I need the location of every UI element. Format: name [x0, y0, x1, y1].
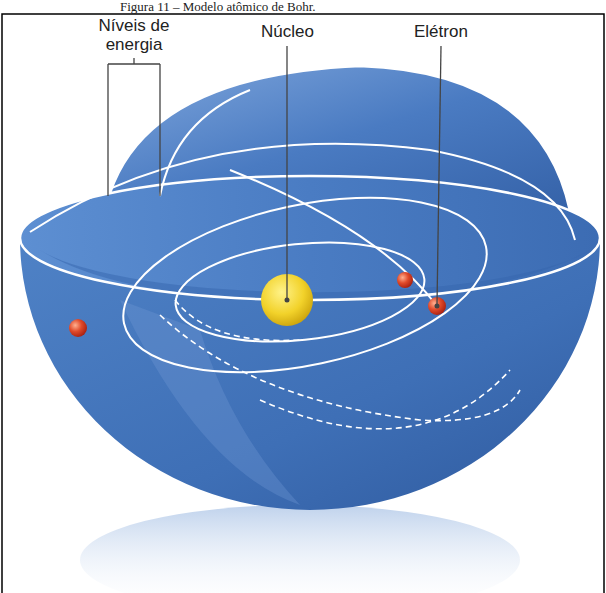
figure-title: Figura 11 – Modelo atômico de Bohr. — [120, 0, 316, 14]
callout-label: Núcleo — [261, 22, 314, 41]
callout-label: Níveis de energia — [82, 16, 186, 54]
callout-label: Elétron — [414, 22, 468, 41]
